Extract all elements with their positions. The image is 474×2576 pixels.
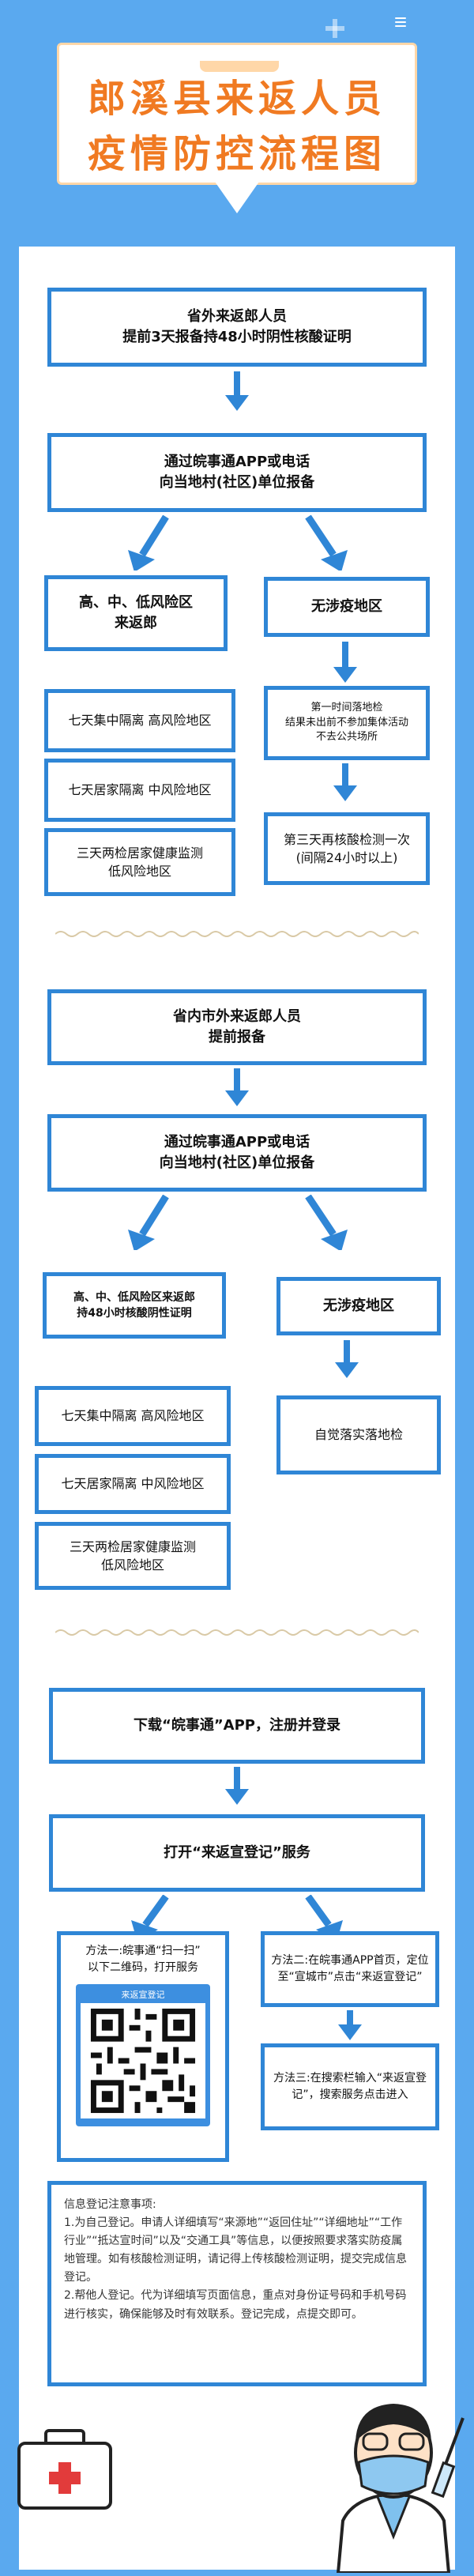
plus-decoration-icon (325, 19, 344, 38)
page-title-line2: 疫情防控流程图 (87, 132, 386, 176)
s1-left-item-3: 三天两检居家健康监测 低风险地区 (44, 828, 235, 896)
s2-left-item-3: 三天两检居家健康监测 低风险地区 (35, 1522, 231, 1590)
s3-method1-box: 方法一:皖事通“扫一扫” 以下二维码，打开服务 来返宣登记 (57, 1931, 229, 2162)
notice-title: 信息登记注意事项: (64, 2198, 156, 2211)
registration-notice: 信息登记注意事项: 1.为自己登记。申请人详细填写“来源地”“返回住址”“详细地… (47, 2181, 427, 2386)
s1-top-box: 省外来返郎人员 提前3天报备持48小时阴性核酸证明 (47, 288, 427, 367)
banner-cap (200, 61, 279, 72)
s3-open-box: 打开“来返宣登记”服务 (49, 1814, 425, 1892)
s2-right-head: 无涉疫地区 (276, 1277, 441, 1335)
s2-left-item-2: 七天居家隔离 中风险地区 (35, 1454, 231, 1514)
s1-right-head: 无涉疫地区 (264, 577, 430, 637)
s2-left-head: 高、中、低风险区来返郎 持48小时核酸阴性证明 (43, 1272, 226, 1339)
s1-left-head: 高、中、低风险区 来返郎 (44, 575, 228, 651)
wave-divider (55, 1629, 419, 1636)
s3-method3-box: 方法三:在搜索栏输入“来返宣登记”，搜索服务点击进入 (261, 2043, 439, 2130)
wave-divider (55, 931, 419, 937)
qr-card[interactable]: 来返宣登记 (76, 1984, 210, 2126)
s1-branch-arrows (128, 515, 348, 571)
s2-top-box: 省内市外来返郎人员 提前报备 (47, 989, 427, 1065)
doctor-illustration-icon (336, 2404, 465, 2573)
s1-right-item-2: 第三天再核酸检测一次 (间隔24小时以上) (264, 812, 430, 885)
page-title-line1: 郎溪县来返人员 (87, 77, 386, 121)
s3-download-box: 下载“皖事通”APP，注册并登录 (49, 1688, 425, 1764)
notice-item-1: 1.为自己登记。申请人详细填写“来源地”“返回住址”“详细地址”“工作行业”“抵… (64, 2216, 407, 2284)
s1-report-box: 通过皖事通APP或电话 向当地村(社区)单位报备 (47, 433, 427, 512)
s1-left-item-1: 七天集中隔离 高风险地区 (44, 689, 235, 752)
menu-icon[interactable] (395, 17, 406, 27)
s1-left-item-2: 七天居家隔离 中风险地区 (44, 759, 235, 822)
s2-right-item-1: 自觉落实落地检 (276, 1395, 441, 1474)
s2-report-box: 通过皖事通APP或电话 向当地村(社区)单位报备 (47, 1114, 427, 1192)
notice-item-2: 2.帮他人登记。代为详细填写页面信息，重点对身份证号码和手机号码进行核实，确保能… (64, 2289, 407, 2321)
s2-branch-arrows (128, 1195, 348, 1250)
qr-code-icon[interactable] (81, 2003, 205, 2118)
s3-method1-text: 方法一:皖事通“扫一扫” 以下二维码，打开服务 (85, 1945, 201, 1974)
s1-right-item-1: 第一时间落地检 结果未出前不参加集体活动 不去公共场所 (264, 686, 430, 760)
s3-method2-box: 方法二:在皖事通APP首页，定位至“宣城市”点击“来返宣登记” (261, 1931, 439, 2007)
banner-pointer (215, 182, 259, 213)
medical-kit-icon (17, 2429, 112, 2510)
s2-left-item-1: 七天集中隔离 高风险地区 (35, 1386, 231, 1446)
qr-label: 来返宣登记 (121, 1990, 165, 2000)
title-banner: 郎溪县来返人员 疫情防控流程图 (57, 43, 417, 185)
